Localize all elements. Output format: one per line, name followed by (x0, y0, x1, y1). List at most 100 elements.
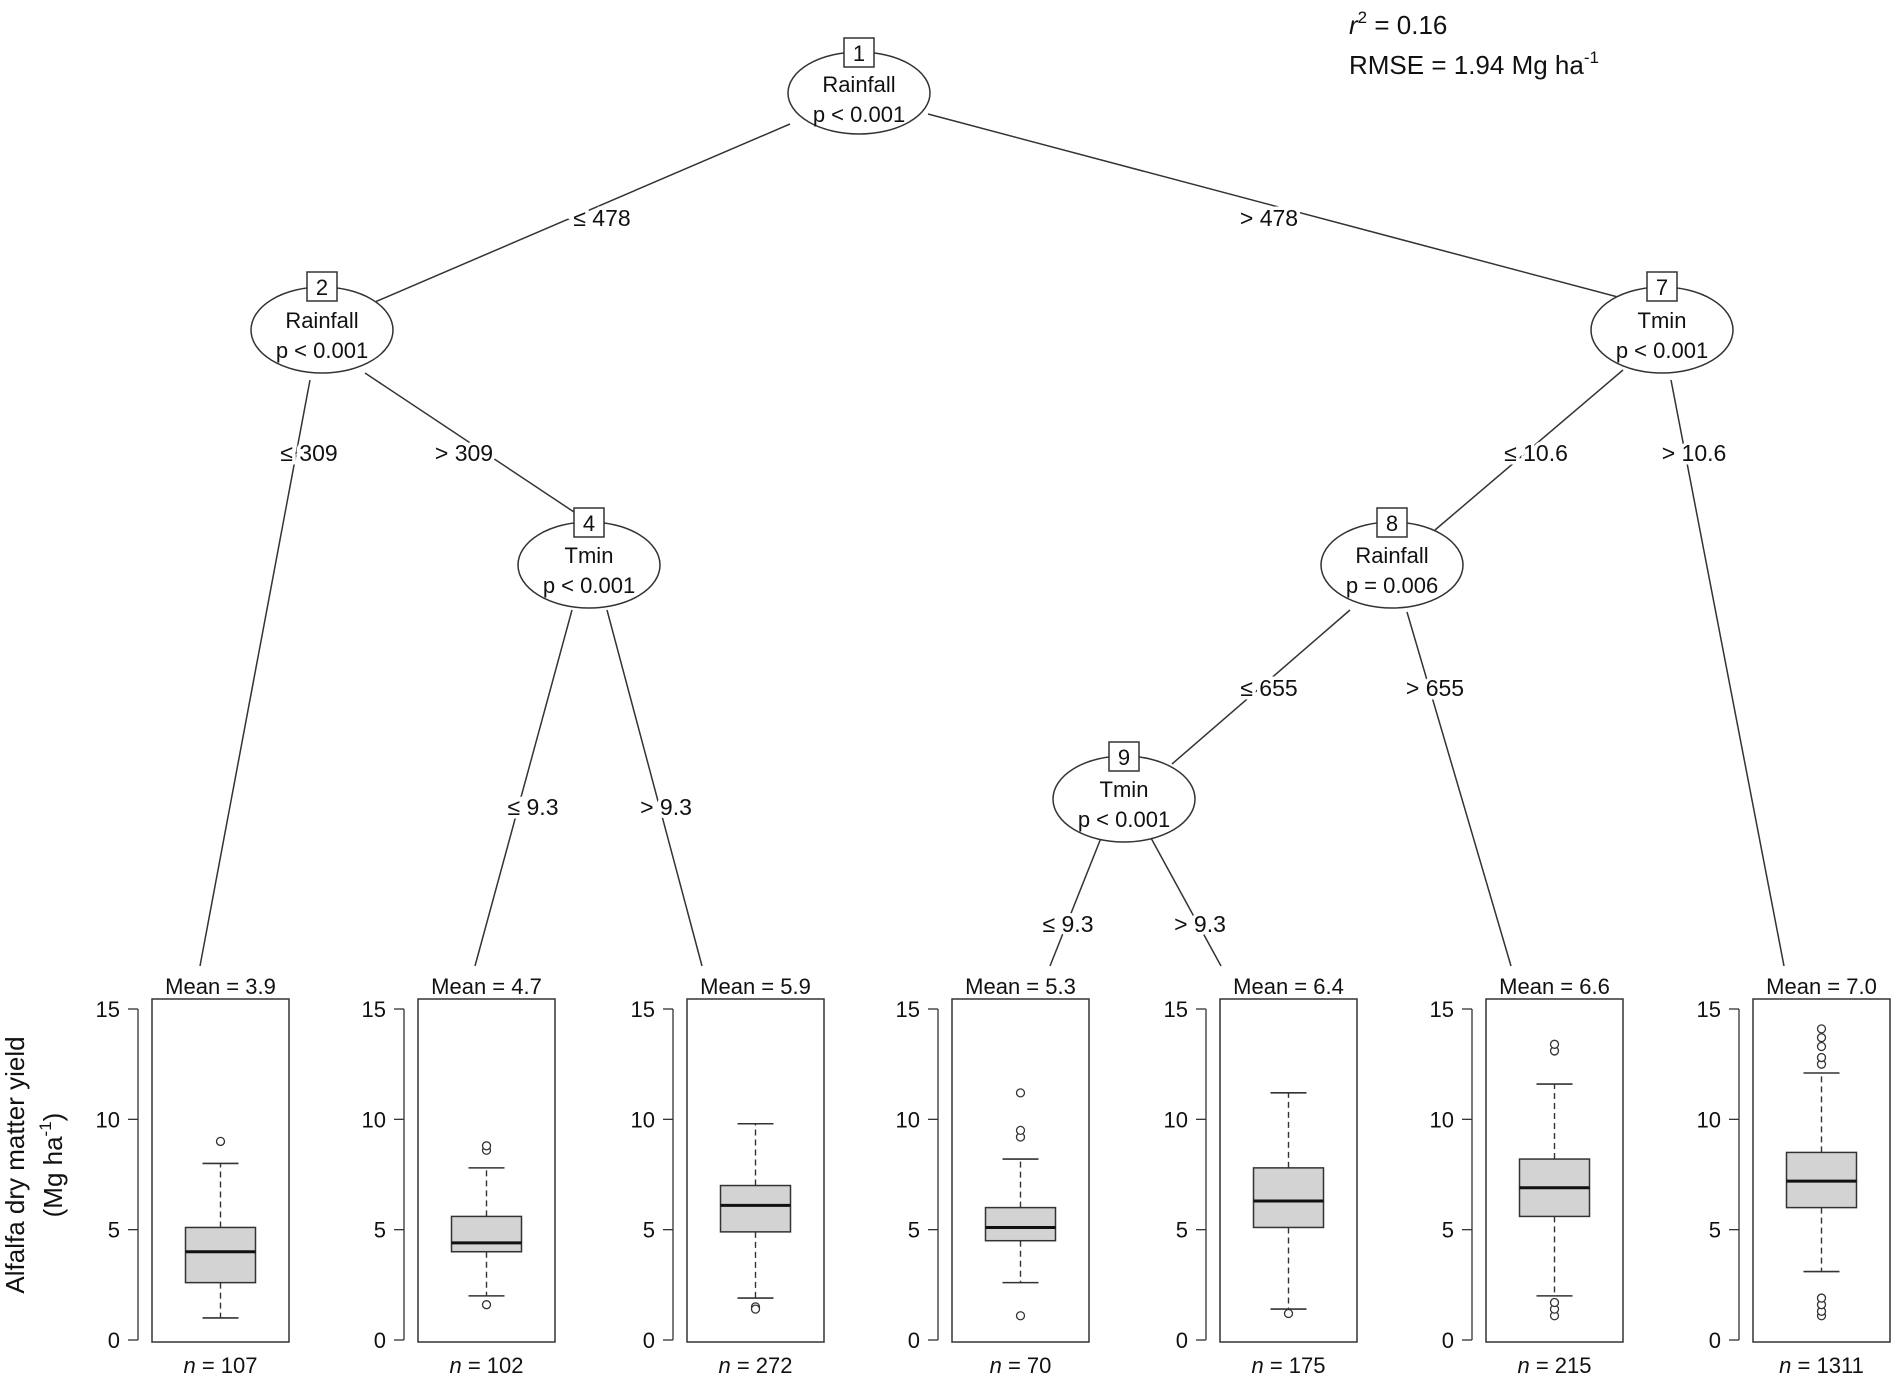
mean-label: Mean = 7.0 (1766, 974, 1877, 999)
outlier-point (1816, 1052, 1827, 1063)
y-tick-label: 15 (1697, 997, 1721, 1022)
y-tick-label: 15 (896, 997, 920, 1022)
y-tick-label: 5 (1709, 1218, 1721, 1243)
edge-label-gt-9-3-node4: > 9.3 (640, 794, 692, 820)
y-axis-unit: (Mg ha (38, 1136, 68, 1217)
n-count: = 272 (731, 1353, 793, 1378)
node-7-variable: Tmin (1638, 308, 1687, 333)
outlier-point (1816, 1033, 1827, 1043)
outlier-point (1549, 1297, 1560, 1308)
node-9-id-box (1108, 741, 1140, 772)
y-tick-label: 5 (108, 1218, 120, 1243)
edge-4-6 (606, 609, 703, 967)
y-tick-label: 10 (362, 1107, 386, 1132)
y-tick-label: 10 (631, 1107, 655, 1132)
outlier-point (1015, 1088, 1026, 1098)
r-squared-value: = 0.16 (1367, 10, 1447, 40)
terminal-panel-3: Mean = 5.9 0 5 10 15 n = 272 (631, 974, 825, 1378)
n-count: = 175 (1264, 1353, 1326, 1378)
node-1-variable: Rainfall (822, 72, 895, 97)
node-2-variable: Rainfall (285, 308, 358, 333)
mean-label: Mean = 5.9 (700, 974, 811, 999)
edge-label-gt-655: > 655 (1406, 675, 1464, 701)
edge-label-gt-478: > 478 (1240, 205, 1298, 231)
node-1-id: 1 (853, 41, 865, 66)
y-tick-label: 10 (1430, 1107, 1454, 1132)
node-8-id-box (1376, 507, 1408, 538)
panel-frame (951, 998, 1090, 1343)
node-8-variable: Rainfall (1355, 543, 1428, 568)
node-2-id-box (306, 271, 338, 302)
iqr-box (719, 1184, 792, 1233)
y-tick-label: 15 (1430, 997, 1454, 1022)
mean-label: Mean = 4.7 (431, 974, 542, 999)
node-9-id: 9 (1118, 745, 1130, 770)
y-tick-label: 0 (374, 1328, 386, 1353)
node-7-id: 7 (1656, 275, 1668, 300)
n-symbol: n (1779, 1353, 1791, 1378)
edge-label-gt-10-6: > 10.6 (1662, 440, 1727, 466)
edge-9-11 (1150, 837, 1222, 967)
rmse-unit-superscript: -1 (1584, 48, 1599, 67)
n-symbol: n (449, 1353, 461, 1378)
n-count: = 215 (1530, 1353, 1592, 1378)
node-2-id: 2 (316, 275, 328, 300)
tree-node-7: 7 Tmin p < 0.001 (1590, 271, 1734, 374)
n-symbol: n (1517, 1353, 1529, 1378)
n-label: n = 1311 (1779, 1353, 1864, 1378)
rmse-stat: RMSE = 1.94 Mg ha-1 (1349, 48, 1599, 80)
y-tick-label: 0 (643, 1328, 655, 1353)
iqr-box (184, 1226, 257, 1284)
edge-labels: ≤ 478 > 478 ≤ 309 > 309 ≤ 9.3 > 9.3 ≤ 10… (277, 202, 1730, 941)
outlier-point (1015, 1125, 1026, 1136)
n-count: = 107 (196, 1353, 258, 1378)
edge-8-12 (1406, 611, 1512, 967)
n-symbol: n (718, 1353, 730, 1378)
r-squared-superscript: 2 (1358, 8, 1367, 27)
y-axis-label-line2: (Mg ha-1) (36, 1113, 68, 1218)
edge-label-le-10-6: ≤ 10.6 (1504, 440, 1568, 466)
y-tick-label: 5 (643, 1218, 655, 1243)
tree-node-9: 9 Tmin p < 0.001 (1052, 741, 1196, 843)
node-8-p-value: p = 0.006 (1346, 573, 1438, 598)
n-symbol: n (1251, 1353, 1263, 1378)
panel-frame (151, 998, 290, 1343)
y-tick-label: 5 (1442, 1218, 1454, 1243)
edge-label-le-309: ≤ 309 (280, 440, 337, 466)
node-1-id-box (843, 37, 875, 68)
node-8-id: 8 (1386, 511, 1398, 536)
edge-label-le-9-3-node4: ≤ 9.3 (508, 794, 559, 820)
edge-7-8 (1434, 369, 1624, 531)
outlier-point (481, 1300, 492, 1310)
edge-1-7 (927, 113, 1649, 306)
y-tick-label: 0 (908, 1328, 920, 1353)
edge-9-10 (1049, 837, 1102, 967)
y-tick-label: 15 (631, 997, 655, 1022)
n-label: n = 272 (718, 1353, 792, 1378)
n-label: n = 107 (183, 1353, 257, 1378)
node-4-variable: Tmin (565, 543, 614, 568)
y-tick-label: 10 (1164, 1107, 1188, 1132)
r-squared-symbol: r (1349, 10, 1359, 40)
edge-7-13 (1670, 379, 1785, 967)
iqr-box (450, 1215, 523, 1253)
tree-edges (199, 113, 1785, 967)
outlier-point (750, 1304, 761, 1314)
outlier-point (1015, 1311, 1026, 1321)
node-9-p-value: p < 0.001 (1078, 807, 1170, 832)
mean-label: Mean = 5.3 (965, 974, 1076, 999)
node-1-p-value: p < 0.001 (813, 102, 905, 127)
node-9-variable: Tmin (1100, 777, 1149, 802)
tree-node-1: 1 Rainfall p < 0.001 (787, 37, 931, 135)
edge-8-9 (1171, 609, 1351, 765)
y-axis-unit-close: ) (38, 1113, 68, 1122)
y-axis-label-line1: Alfalfa dry matter yield (0, 1036, 30, 1293)
n-count: = 1311 (1791, 1353, 1863, 1378)
mean-label: Mean = 3.9 (165, 974, 276, 999)
y-tick-label: 10 (1697, 1107, 1721, 1132)
